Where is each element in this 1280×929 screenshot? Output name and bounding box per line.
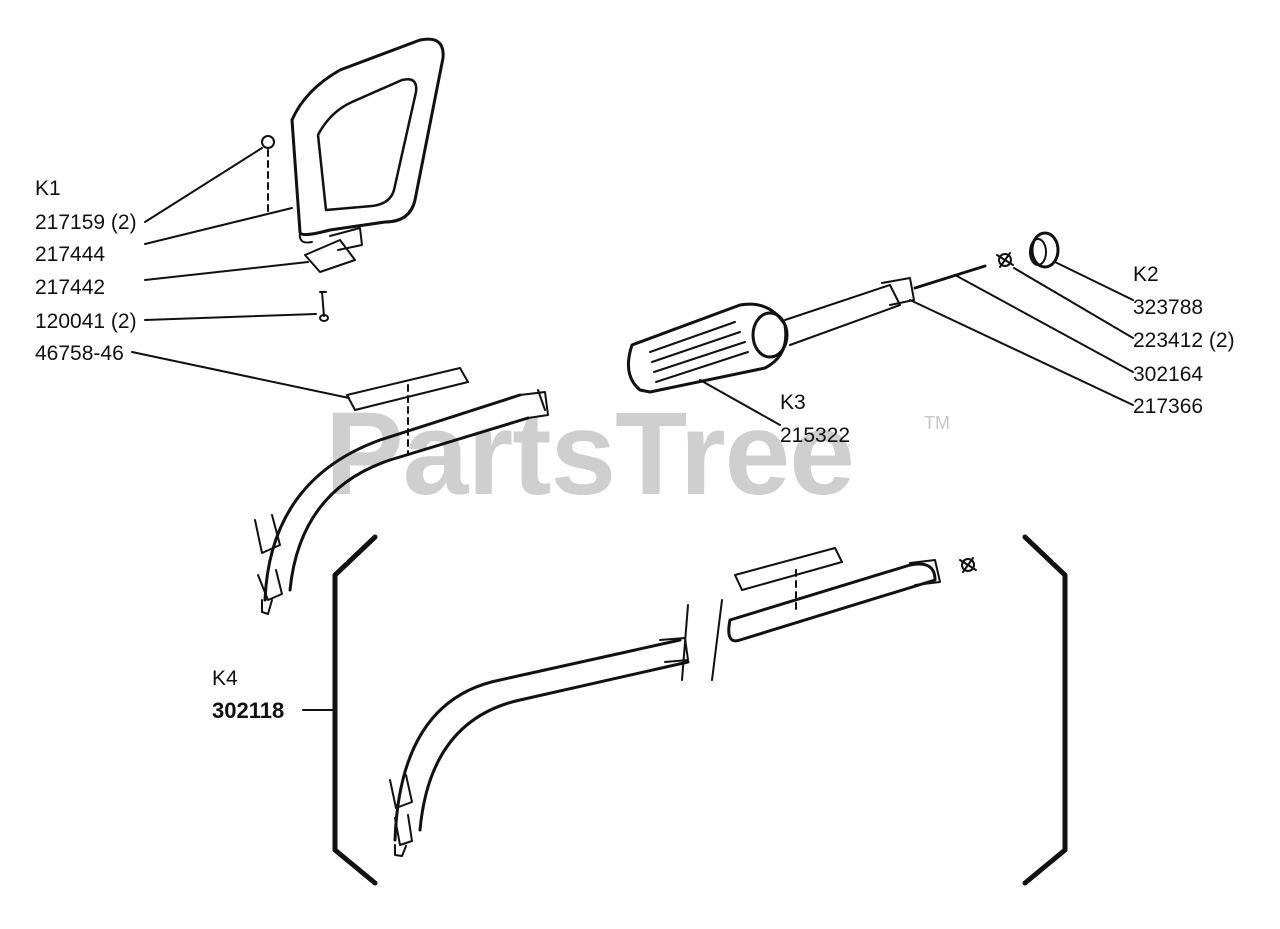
lockwasher-223412 [996, 252, 1014, 268]
part-number-217442: 217442 [35, 276, 106, 299]
loop-handle-217444 [290, 37, 445, 244]
nut-217159 [261, 135, 275, 149]
lower-decal [734, 547, 843, 613]
part-number-217159: 217159 (2) [35, 211, 137, 234]
part-number-302164: 302164 [1133, 363, 1204, 386]
part-number-217366: 217366 [1133, 395, 1204, 418]
part-number-120041: 120041 (2) [35, 310, 137, 333]
lower-lockwasher [959, 557, 977, 573]
kit-label-k1: K1 [35, 177, 61, 200]
shaft-stub [881, 277, 915, 306]
part-number-215322: 215322 [780, 424, 851, 447]
decal-46758-46 [346, 367, 469, 456]
part-number-46758-46: 46758-46 [35, 342, 124, 365]
upper-shaft [254, 389, 549, 615]
kit-label-k3: K3 [780, 391, 806, 414]
k4-bracket [332, 534, 1068, 886]
grip-215322 [626, 284, 901, 394]
lower-shaft [389, 559, 941, 857]
part-number-217444: 217444 [35, 243, 106, 266]
part-number-223412: 223412 (2) [1133, 329, 1235, 352]
kit-label-k4: K4 [212, 667, 238, 690]
screw-120041 [319, 291, 329, 322]
part-number-302118: 302118 [212, 698, 285, 723]
screw-302164 [913, 264, 987, 290]
part-number-323788: 323788 [1133, 296, 1204, 319]
trademark-symbol: TM [924, 413, 950, 433]
kit-label-k2: K2 [1133, 263, 1159, 286]
bracket-217442 [304, 227, 363, 273]
nut-323788 [1029, 231, 1060, 269]
